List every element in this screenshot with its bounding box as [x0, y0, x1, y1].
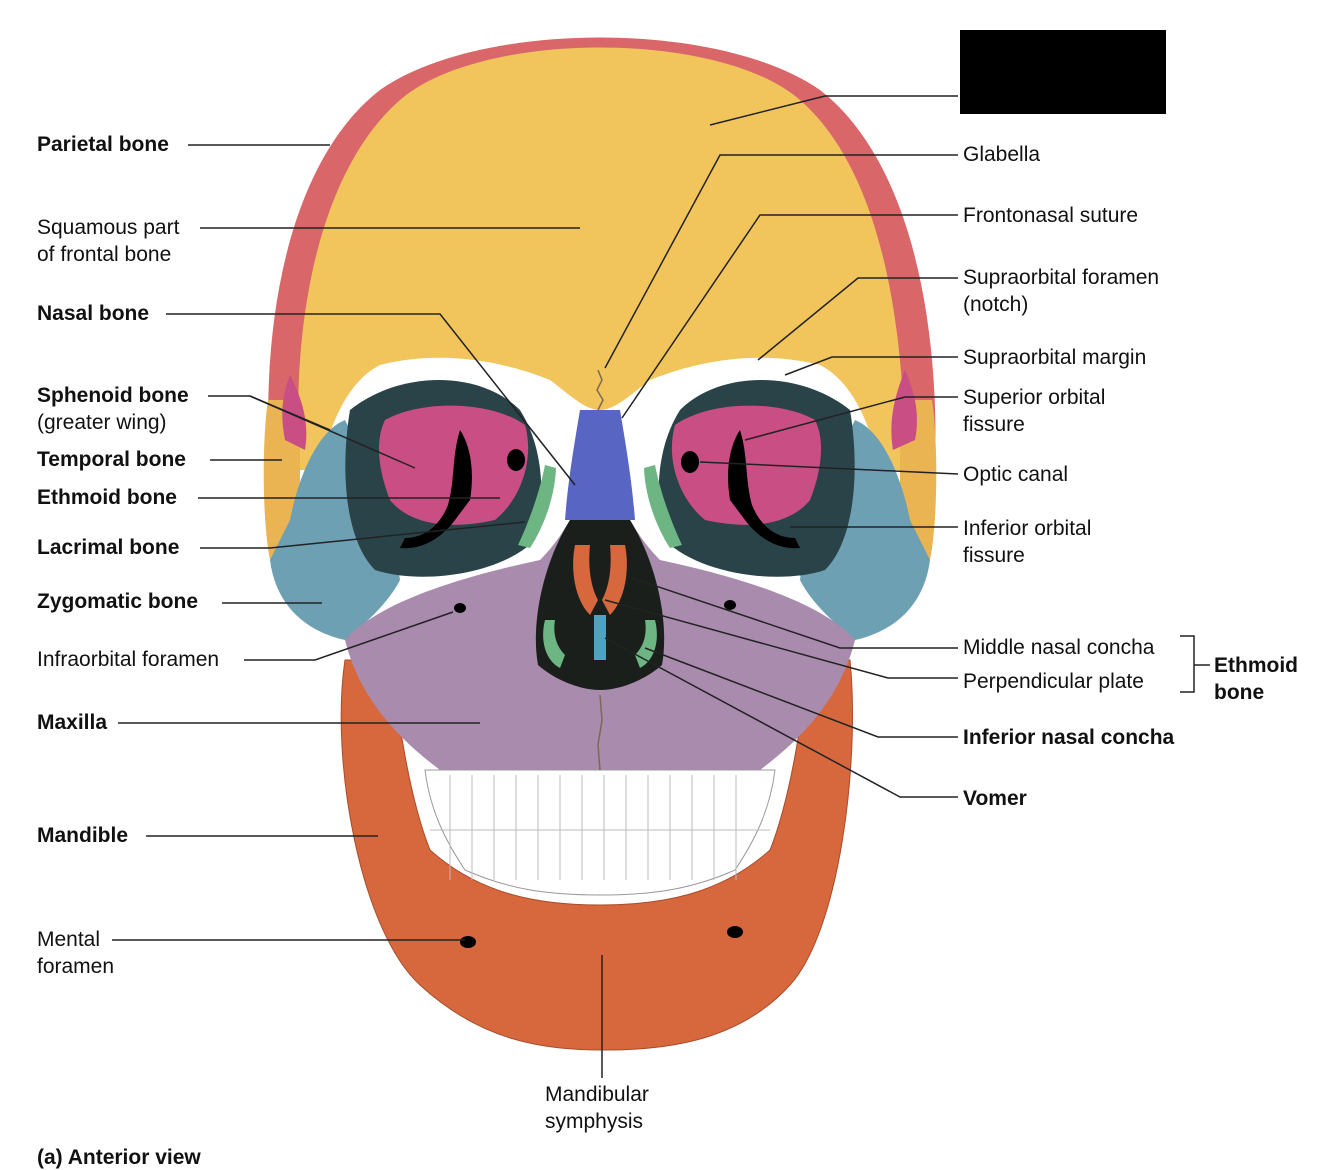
label-inferior-orbital-1: Inferior orbital: [963, 517, 1092, 540]
leader-line: [709, 95, 958, 126]
leader-line: [631, 577, 958, 649]
label-infraorbital-foramen: Infraorbital foramen: [37, 648, 220, 671]
label-squamous-part-2: of frontal bone: [37, 243, 172, 266]
lacrimal-bone-right: [644, 465, 682, 548]
teeth: [424, 769, 776, 896]
leader-line: [166, 313, 576, 486]
inferior-nasal-concha-left: [543, 620, 565, 668]
label-supraorbital-foramen-1: Supraorbital foramen: [963, 266, 1160, 289]
label-mandible: Mandible: [37, 824, 129, 847]
label-squamous-part-1: Squamous part: [37, 216, 180, 239]
ethmoid-group-bracket: [1180, 635, 1210, 693]
label-ethmoid-group-2: bone: [1214, 681, 1265, 704]
leader-line: [784, 356, 958, 376]
label-maxilla: Maxilla: [37, 711, 108, 734]
sphenoid-greater-wing-left: [282, 375, 307, 450]
label-optic-canal: Optic canal: [963, 463, 1069, 486]
inferior-nasal-concha-right: [635, 620, 657, 668]
leader-line: [604, 637, 958, 798]
nasal-bone: [565, 410, 635, 520]
label-parietal-bone: Parietal bone: [37, 133, 169, 156]
leader-line: [200, 521, 526, 549]
sphenoid-orbit-right: [671, 405, 822, 525]
label-mandibular-symphysis-1: Mandibular: [545, 1083, 649, 1106]
label-lacrimal-bone: Lacrimal bone: [37, 536, 180, 559]
label-temporal-bone: Temporal bone: [37, 448, 186, 471]
leader-line: [604, 599, 958, 679]
middle-nasal-concha-left: [573, 545, 598, 615]
label-glabella: Glabella: [963, 143, 1041, 166]
mental-foramen-right: [727, 926, 743, 938]
label-mental-1: Mental: [37, 928, 101, 951]
label-sphenoid-bone: Sphenoid bone: [37, 384, 189, 407]
label-superior-orbital-2: fissure: [963, 413, 1025, 436]
leader-line: [744, 396, 958, 441]
mental-foramen-left: [460, 936, 476, 948]
leader-line: [621, 214, 958, 419]
optic-canal-right: [681, 451, 699, 473]
sphenoid-greater-wing-right: [891, 370, 917, 450]
frontal-bone-region: [298, 47, 906, 470]
leader-line: [757, 277, 958, 361]
leader-line: [249, 395, 331, 431]
label-ethmoid-group-1: Ethmoid: [1214, 654, 1298, 677]
label-ethmoid-bone: Ethmoid bone: [37, 486, 177, 509]
mandible-bone: [340, 659, 853, 1051]
frontonasal-suture-mark: [596, 369, 604, 411]
label-inferior-nasal-concha: Inferior nasal concha: [963, 726, 1175, 749]
optic-canal-left: [507, 449, 525, 471]
label-sphenoid-greater-wing: (greater wing): [37, 411, 167, 434]
label-zygomatic-bone: Zygomatic bone: [37, 590, 199, 613]
label-nasal-bone: Nasal bone: [37, 302, 150, 325]
middle-nasal-concha-right: [602, 545, 627, 615]
label-vomer: Vomer: [963, 787, 1027, 810]
label-inferior-orbital-2: fissure: [963, 544, 1025, 567]
tooth-separators: [430, 775, 770, 880]
leader-line: [244, 611, 454, 661]
redacted-label-box: [960, 30, 1166, 114]
leader-line: [644, 647, 958, 738]
label-frontonasal-suture: Frontonasal suture: [963, 204, 1139, 227]
infraorbital-foramen-left: [454, 603, 466, 613]
lacrimal-bone-left: [518, 465, 556, 548]
vomer-bone: [594, 615, 606, 660]
label-supraorbital-margin: Supraorbital margin: [963, 346, 1147, 369]
label-mental-2: foramen: [37, 955, 115, 978]
sphenoid-orbit-left: [378, 405, 529, 525]
infraorbital-foramen-right: [724, 600, 736, 610]
label-superior-orbital-1: Superior orbital: [963, 386, 1106, 409]
label-mandibular-symphysis-2: symphysis: [545, 1110, 644, 1133]
superior-orbital-fissure-left: [400, 430, 472, 549]
nasal-cavity: [535, 520, 665, 690]
label-supraorbital-foramen-2: (notch): [963, 293, 1029, 316]
figure-caption: (a) Anterior view: [37, 1146, 201, 1169]
superior-orbital-fissure-right: [728, 430, 800, 549]
label-perpendicular-plate: Perpendicular plate: [963, 670, 1144, 693]
leader-lines: [112, 95, 959, 1078]
leader-line: [604, 154, 958, 369]
leader-line: [699, 461, 959, 475]
label-middle-nasal-concha: Middle nasal concha: [963, 636, 1155, 659]
mandibular-symphysis-line: [597, 694, 603, 771]
